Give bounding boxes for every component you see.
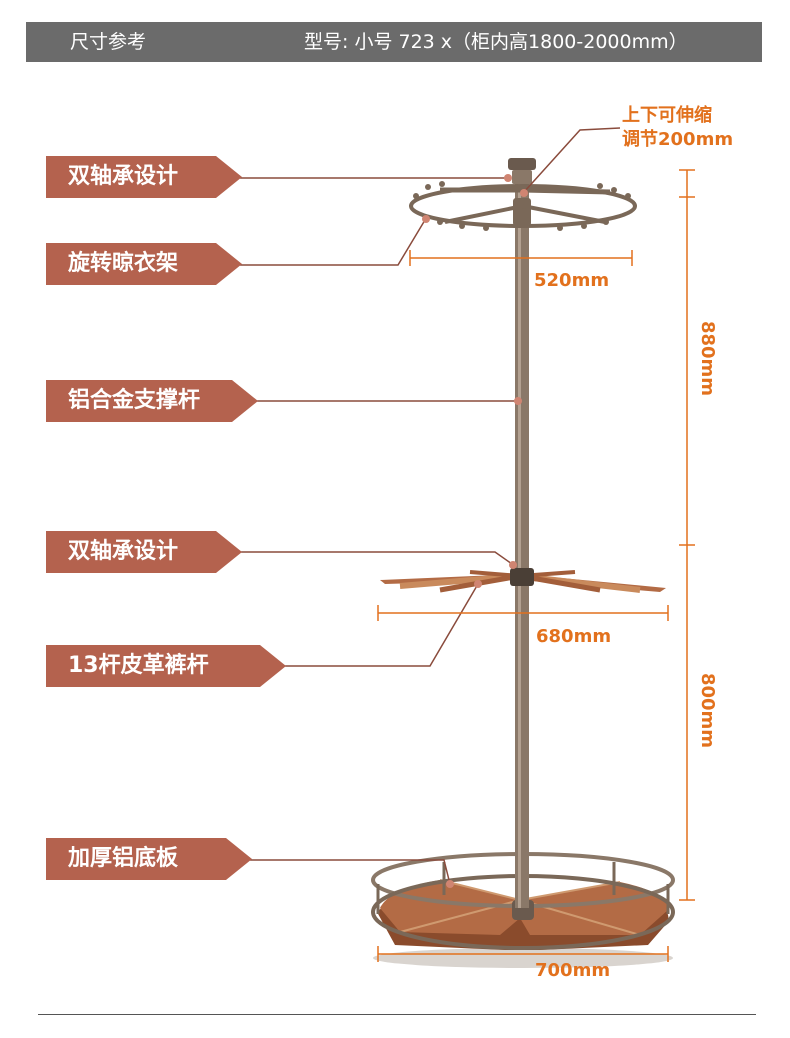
dimension-lines [377,169,695,962]
callout-trouser-rods: 13杆皮革裤杆 [46,645,286,687]
header-bar: 尺寸参考 型号: 小号 723 x（柜内高1800-2000mm） [26,22,762,62]
callout-rotating-hanger: 旋转晾衣架 [46,243,242,285]
dim-upper-height: 880mm [697,320,719,397]
model-info: 型号: 小号 723 x（柜内高1800-2000mm） [304,31,688,53]
dim-base-width: 700mm [535,960,611,981]
header-title: 尺寸参考 [70,31,147,53]
callout-aluminum-pole: 铝合金支撑杆 [46,380,258,422]
callout-base-plate: 加厚铝底板 [46,838,252,880]
dim-middle-width: 680mm [536,626,612,647]
top-bearing [508,158,536,184]
leader-lines [240,127,621,885]
trouser-rods [380,568,666,593]
leader-dots [422,174,528,888]
callout-double-bearing-middle: 双轴承设计 [46,531,242,573]
dim-top-width: 520mm [534,270,610,291]
callout-double-bearing-top: 双轴承设计 [46,156,242,198]
adjustment-line-2: 调节200mm [622,129,734,150]
support-pole [513,168,531,908]
dim-lower-height: 800mm [697,672,719,749]
bottom-divider [38,1014,756,1015]
top-hanger-ring [409,181,637,231]
adjustment-note: 上下可伸缩 调节200mm [622,104,733,152]
adjustment-line-1: 上下可伸缩 [622,105,712,126]
